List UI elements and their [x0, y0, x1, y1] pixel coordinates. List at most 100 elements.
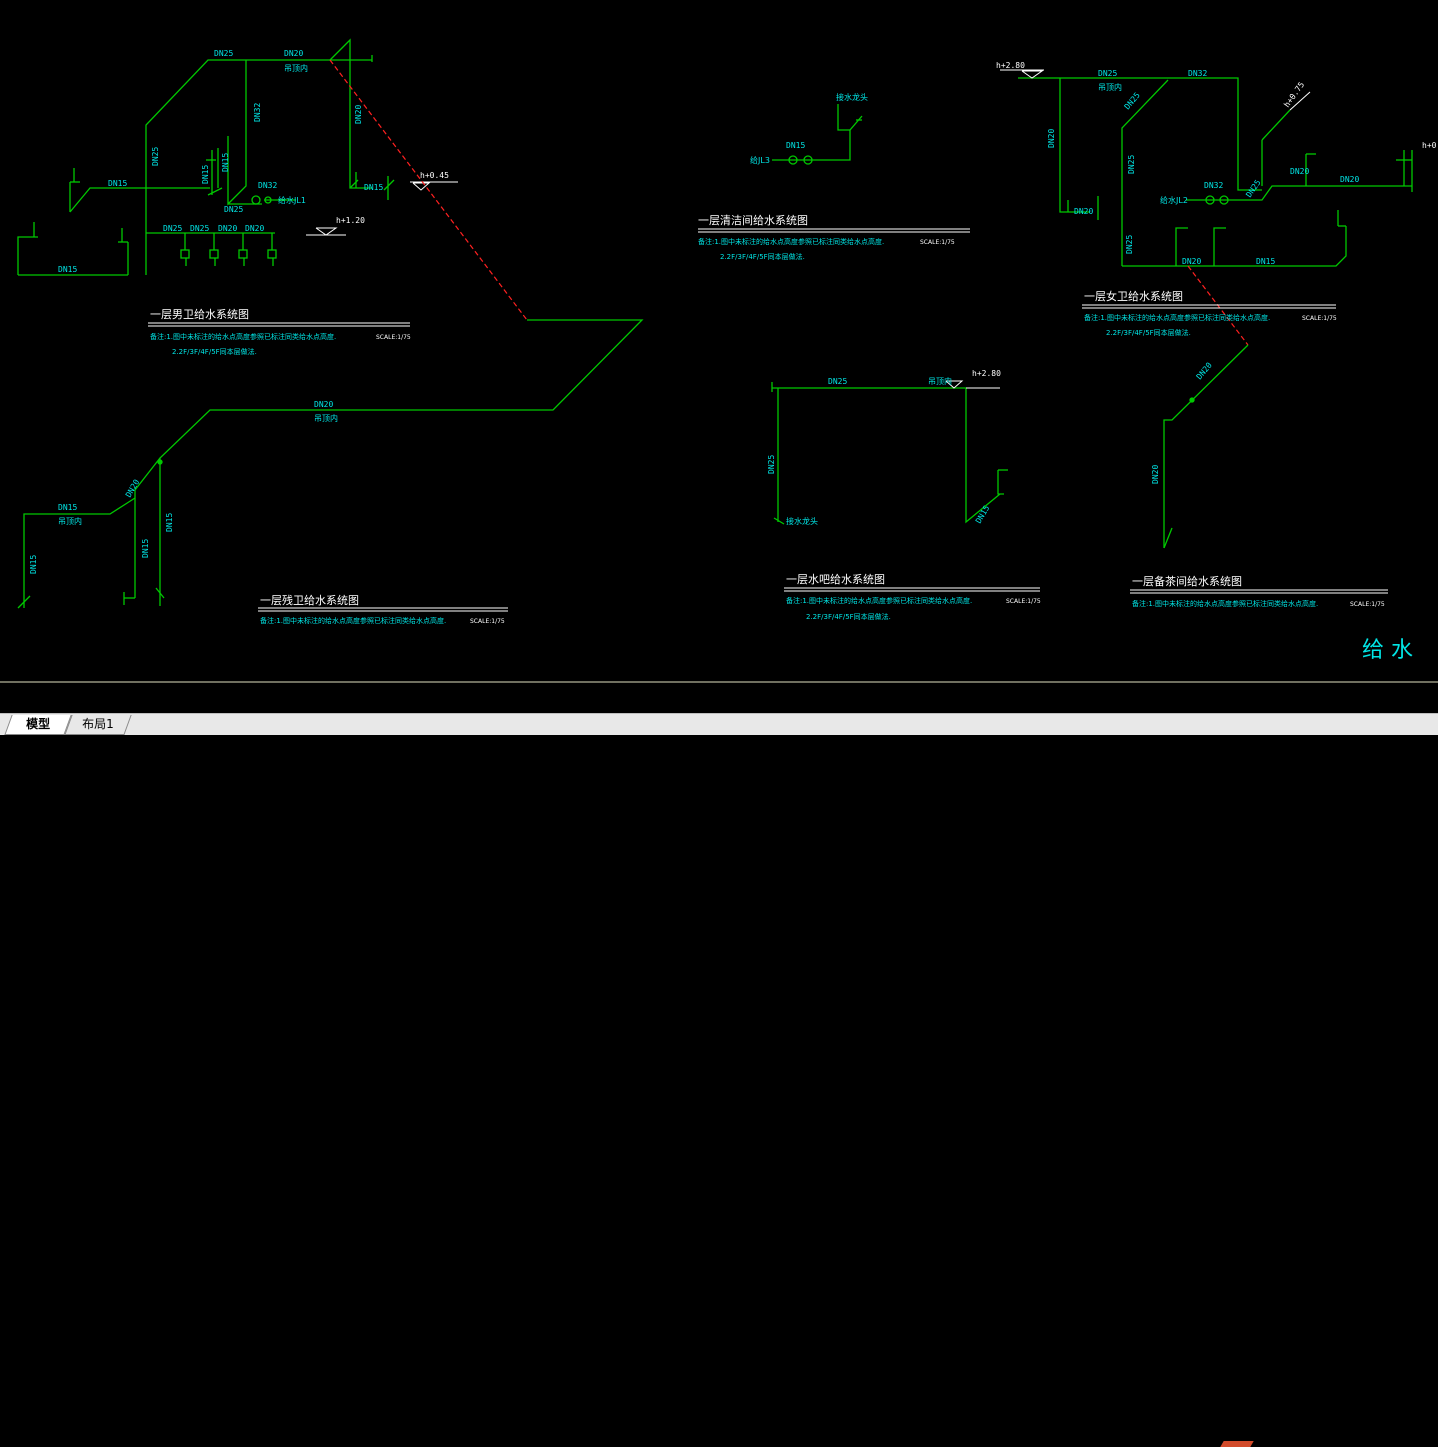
dashed-connector	[329, 59, 528, 321]
note-tea-room-1: 备注:1.图中未标注的给水点高度参照已标注同类给水点高度.	[1132, 599, 1318, 608]
diagram-water-bar	[771, 380, 1008, 525]
pipe	[145, 59, 330, 275]
elevation-label: h+2.80	[972, 369, 1001, 378]
diagram-cleaning-room	[772, 104, 863, 165]
pipe-label: DN20	[354, 105, 363, 124]
note-mens-1: 备注:1.图中未标注的给水点高度参照已标注同类给水点高度.	[150, 332, 336, 341]
pipe-label: DN20	[1182, 257, 1201, 266]
pipe-label: DN25	[1125, 235, 1134, 254]
short-pipe-label: 吊顶内	[58, 516, 82, 526]
valve	[1219, 195, 1229, 205]
fixture	[180, 249, 190, 259]
scale-accessible: SCALE:1/75	[470, 618, 505, 625]
pipe	[383, 179, 395, 191]
cad-drawing-canvas[interactable]: 一层男卫给水系统图 一层残卫给水系统图 一层清洁间给水系统图 一层水吧给水系统图…	[0, 0, 1438, 713]
elevation-label: h+0.75	[1422, 141, 1438, 150]
valve	[251, 195, 261, 205]
pipe-label: DN20	[1340, 175, 1359, 184]
pipe	[134, 457, 161, 598]
valve	[1205, 195, 1215, 205]
pipe	[1213, 227, 1226, 266]
title-tea-room: 一层备茶间给水系统图	[1132, 574, 1242, 588]
pipe-label: DN15	[29, 555, 38, 574]
valve	[1189, 397, 1195, 403]
pipe-label: DN32	[253, 103, 262, 122]
drawing-background	[0, 0, 1438, 713]
elevation-symbol	[945, 380, 964, 389]
diagram-accessible-restroom	[17, 319, 644, 609]
note-water-bar-2: 2.2F/3F/4F/5F同本层做法.	[806, 612, 891, 621]
pipe	[1018, 77, 1262, 191]
note-water-bar-1: 备注:1.图中未标注的给水点高度参照已标注同类给水点高度.	[786, 596, 972, 605]
valve	[788, 155, 798, 165]
scale-cleaning: SCALE:1/75	[920, 239, 955, 246]
elevation-label: h+2.80	[996, 61, 1025, 70]
valve	[264, 196, 272, 204]
floor-drain-label: 接水龙头	[836, 92, 868, 102]
tab-model[interactable]: 模型	[4, 715, 72, 735]
drawing-category-label: 给 水	[1362, 638, 1413, 663]
pipe	[1122, 226, 1347, 267]
fixture	[267, 249, 277, 259]
pipe	[329, 38, 372, 189]
pipe	[1186, 185, 1412, 201]
pipe-label: DN15	[221, 153, 230, 172]
short-pipe-label: 吊顶内	[314, 413, 338, 423]
pipe-label: DN25	[190, 224, 209, 233]
elevation-symbol	[1021, 70, 1044, 79]
short-pipe-label: 吊顶内	[1098, 82, 1122, 92]
pipe-label: DN20	[1290, 167, 1309, 176]
diagram-mens-restroom	[17, 38, 458, 276]
valve	[157, 459, 163, 465]
elevation-label: h+0.45	[420, 171, 449, 180]
riser-labels: 给水JL1 给水JL2 给JL3 吊顶内 吊顶内 吊顶内 吊顶内 吊顶内 接水龙…	[58, 63, 1188, 526]
pipe	[1261, 109, 1291, 141]
elevation-label: h+1.20	[336, 216, 365, 225]
pipe-label: DN15	[108, 179, 127, 188]
pipe	[349, 179, 359, 189]
pipe	[227, 60, 247, 206]
title-accessible: 一层残卫给水系统图	[260, 593, 359, 607]
pipe-label: DN25	[151, 147, 160, 166]
diagram-tea-room	[1163, 344, 1249, 549]
riser-label: 给水JL1	[278, 195, 306, 205]
pipe	[1121, 79, 1169, 266]
pipe-label: DN20	[218, 224, 237, 233]
pipe-label: DN32	[1188, 69, 1207, 78]
pipe-label: DN20	[1074, 207, 1093, 216]
pipe-label: DN15	[364, 183, 383, 192]
pipe-label: DN20	[1047, 129, 1056, 148]
scale-tea-room: SCALE:1/75	[1350, 601, 1385, 608]
tab-layout1[interactable]: 布局1	[64, 715, 132, 735]
pipe	[69, 187, 210, 213]
pipe-label: DN25	[224, 205, 243, 214]
pipe-label: DN25	[1098, 69, 1117, 78]
riser-label: 给JL3	[750, 155, 770, 165]
pipe-label: DN15	[165, 513, 174, 532]
note-accessible-1: 备注:1.图中未标注的给水点高度参照已标注同类给水点高度.	[260, 616, 446, 625]
valve	[803, 155, 813, 165]
pipe	[1163, 344, 1249, 548]
title-water-bar: 一层水吧给水系统图	[786, 573, 885, 586]
short-pipe-label: 吊顶内	[284, 63, 308, 73]
block-scales: SCALE:1/75 SCALE:1/75 SCALE:1/75 SCALE:1…	[376, 239, 1385, 625]
floor-drain-label: 接水龙头	[786, 516, 818, 526]
pipe-label: DN20	[284, 49, 303, 58]
pipe-label: DN15	[1256, 257, 1275, 266]
note-cleaning-1: 备注:1.图中未标注的给水点高度参照已标注同类给水点高度.	[698, 237, 884, 246]
pipe-label: DN32	[258, 181, 277, 190]
pipe	[207, 187, 223, 196]
note-womens-1: 备注:1.图中未标注的给水点高度参照已标注同类给水点高度.	[1084, 313, 1270, 322]
scale-water-bar: SCALE:1/75	[1006, 598, 1041, 605]
elevation-symbol	[412, 182, 431, 191]
note-mens-2: 2.2F/3F/4F/5F同本层做法.	[172, 347, 257, 356]
note-womens-2: 2.2F/3F/4F/5F同本层做法.	[1106, 328, 1191, 337]
pipe	[17, 236, 38, 275]
layout-tab-bar: 模型 布局1	[0, 713, 1438, 1447]
status-indicator	[1220, 1441, 1254, 1447]
pipe	[1163, 527, 1173, 549]
diagram-womens-restroom	[1000, 69, 1413, 267]
pipe	[155, 587, 165, 599]
short-pipe-label: 吊顶内	[928, 376, 952, 386]
pipe-label: DN15	[141, 539, 150, 558]
